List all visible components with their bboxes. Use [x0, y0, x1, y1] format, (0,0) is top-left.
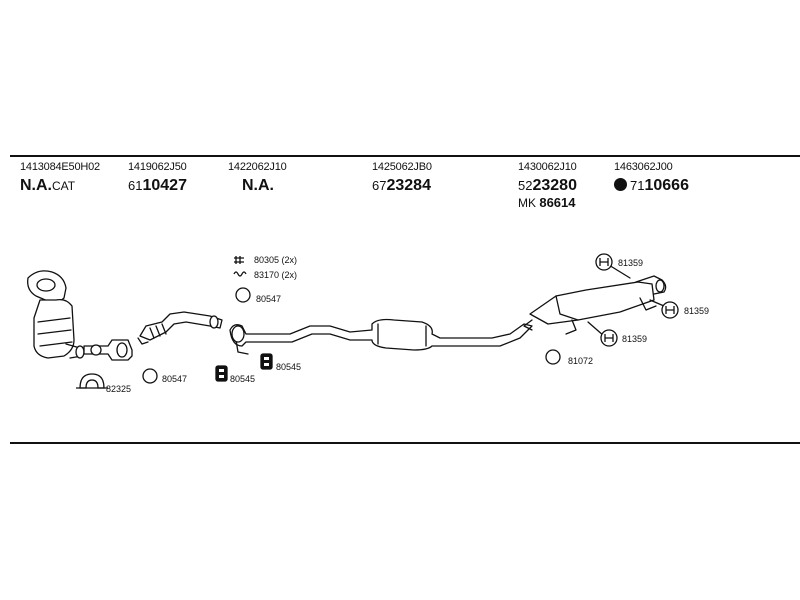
callout-label: 80545 — [230, 374, 255, 384]
part-column-5[interactable]: 1430062J10 5223280 MK 86614 — [518, 160, 577, 210]
callout-label: 80547 — [162, 374, 187, 384]
part-number: 1413084E50H02 — [20, 161, 100, 173]
spring-icon[interactable] — [233, 271, 247, 277]
gasket-ring-icon[interactable] — [142, 368, 158, 384]
rubber-hanger-icon[interactable] — [260, 353, 273, 370]
filled-dot-icon — [614, 178, 627, 191]
front-pipe[interactable] — [83, 339, 133, 361]
extra-value: 86614 — [539, 195, 576, 210]
callout-label: 81359 — [684, 306, 709, 316]
gasket-ring-icon[interactable] — [235, 287, 251, 303]
part-prefix: 61 — [128, 178, 143, 193]
part-ref: N.A. — [20, 177, 52, 194]
callout-label: 80545 — [276, 362, 301, 372]
clamp-icon[interactable] — [76, 373, 108, 389]
callout-label: 81359 — [618, 258, 643, 268]
part-ref: 23284 — [386, 177, 431, 194]
flex-pipe[interactable] — [137, 311, 223, 345]
part-ref: 10427 — [142, 177, 187, 194]
callout-label: 80305 (2x) — [254, 255, 297, 265]
part-number: 1430062J10 — [518, 161, 577, 173]
part-ref: N.A. — [242, 177, 274, 194]
part-ref: 10666 — [644, 177, 689, 194]
part-column-2[interactable]: 1419062J50 6110427 — [128, 160, 187, 195]
part-column-1[interactable]: 1413084E50H02 N.A.CAT — [20, 160, 100, 195]
middle-silencer-pipe[interactable] — [229, 318, 533, 355]
callout-label: 83170 (2x) — [254, 270, 297, 280]
callout-label: 82325 — [106, 384, 131, 394]
callout-label: 80547 — [256, 294, 281, 304]
extra-prefix: MK — [518, 196, 536, 210]
part-number: 1463062J00 — [614, 161, 673, 173]
part-column-6[interactable]: 1463062J00 7110666 — [614, 160, 689, 195]
part-ref: 23280 — [532, 177, 577, 194]
ring-hanger-icon[interactable] — [595, 253, 613, 271]
part-prefix: 71 — [630, 178, 645, 193]
gasket-ring-icon[interactable] — [545, 349, 561, 365]
leader-line — [649, 299, 665, 307]
part-prefix: 67 — [372, 178, 387, 193]
part-prefix: 52 — [518, 178, 533, 193]
bottom-divider — [10, 442, 800, 444]
part-number: 1419062J50 — [128, 161, 187, 173]
part-suffix: CAT — [52, 179, 76, 193]
callout-label: 81072 — [568, 356, 593, 366]
ring-hanger-icon[interactable] — [600, 329, 618, 347]
part-number: 1425062JB0 — [372, 161, 432, 173]
part-column-3[interactable]: 1422062J10 N.A. — [228, 160, 287, 195]
rear-muffler[interactable] — [523, 275, 667, 335]
bolt-icon[interactable] — [234, 256, 244, 264]
part-column-4[interactable]: 1425062JB0 6723284 — [372, 160, 432, 195]
ring-hanger-icon[interactable] — [661, 301, 679, 319]
top-divider — [10, 155, 800, 157]
part-number: 1422062J10 — [228, 161, 287, 173]
rubber-hanger-icon[interactable] — [215, 365, 228, 382]
leader-line — [587, 321, 605, 337]
catalytic-converter[interactable] — [27, 270, 85, 359]
callout-label: 81359 — [622, 334, 647, 344]
